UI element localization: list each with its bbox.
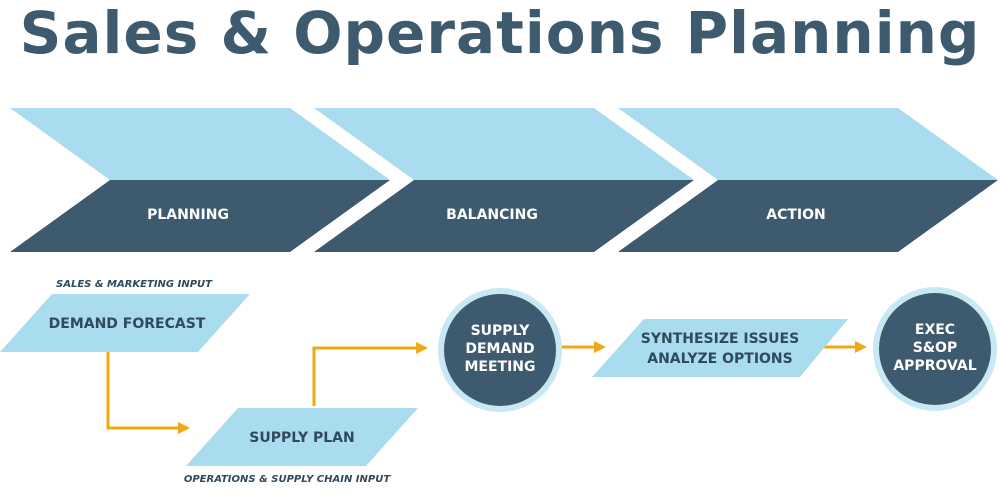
- synthesize-label-line-1: SYNTHESIZE ISSUES: [641, 331, 799, 347]
- synthesize-label-line-2: ANALYZE OPTIONS: [647, 351, 792, 367]
- arrowhead-icon: [178, 422, 190, 434]
- phase-label-action: ACTION: [766, 207, 826, 223]
- parallelogram-shape: [186, 408, 418, 466]
- phase-chevron-balancing: BALANCING: [314, 108, 694, 252]
- exec-approval-node: EXEC S&OP APPROVAL: [873, 287, 997, 411]
- phase-chevron-planning: PLANNING: [10, 108, 390, 252]
- approval-label-line-3: APPROVAL: [893, 358, 976, 374]
- chevron-top-light: [618, 108, 998, 180]
- chevron-bottom-dark: [10, 180, 390, 252]
- arrowhead-icon: [594, 341, 606, 353]
- approval-label-line-1: EXEC: [915, 322, 955, 338]
- circle-fill: [444, 294, 556, 406]
- chevron-bottom-dark: [314, 180, 694, 252]
- synthesize-issues-box: SYNTHESIZE ISSUES ANALYZE OPTIONS: [592, 319, 848, 377]
- parallelogram-shape: [0, 294, 250, 352]
- arrowheads: [178, 341, 867, 434]
- arrow-forecast-to-supply-plan: [106, 352, 180, 430]
- phase-label-balancing: BALANCING: [446, 207, 538, 223]
- phase-chevron-action: ACTION: [618, 108, 998, 252]
- supply-plan-label: SUPPLY PLAN: [249, 430, 354, 446]
- parallelogram-shape: [592, 319, 848, 377]
- arrow-supply-plan-to-meeting: [312, 346, 418, 406]
- meeting-label-line-3: MEETING: [464, 359, 535, 375]
- meeting-label-line-1: SUPPLY: [471, 323, 531, 339]
- circle-fill: [879, 293, 991, 405]
- approval-label-line-2: S&OP: [913, 340, 957, 356]
- connector-arrows: [106, 345, 857, 430]
- phase-label-planning: PLANNING: [147, 207, 229, 223]
- sales-marketing-input-caption: SALES & MARKETING INPUT: [56, 279, 213, 290]
- meeting-label-line-2: DEMAND: [465, 341, 534, 357]
- arrowhead-icon: [416, 342, 428, 354]
- arrowhead-icon: [855, 341, 867, 353]
- chevron-top-light: [10, 108, 390, 180]
- page-title: Sales & Operations Planning: [19, 0, 981, 67]
- supply-demand-meeting-node: SUPPLY DEMAND MEETING: [438, 288, 562, 412]
- operations-input-caption: OPERATIONS & SUPPLY CHAIN INPUT: [184, 474, 392, 485]
- supply-plan-box: SUPPLY PLAN: [186, 408, 418, 466]
- demand-forecast-box: DEMAND FORECAST: [0, 294, 250, 352]
- chevron-top-light: [314, 108, 694, 180]
- demand-forecast-label: DEMAND FORECAST: [49, 316, 206, 332]
- chevron-bottom-dark: [618, 180, 998, 252]
